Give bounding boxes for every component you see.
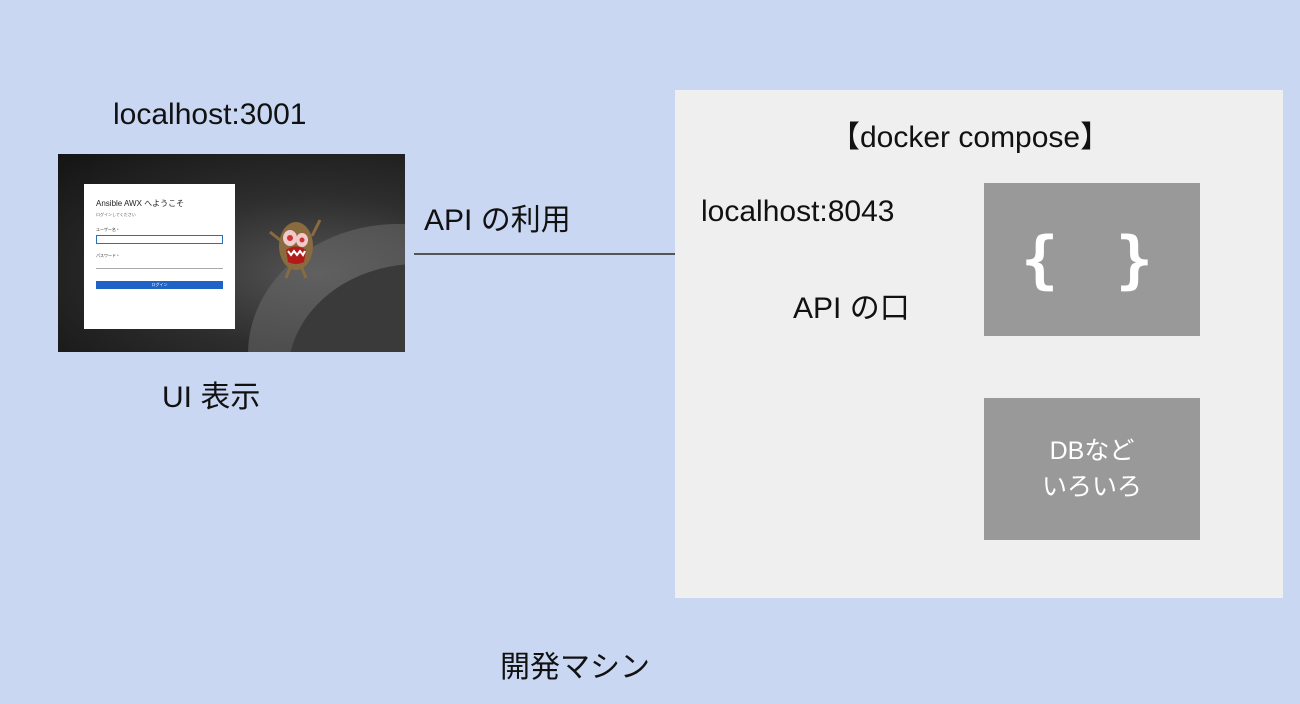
db-box: DBなど いろいろ	[984, 398, 1200, 540]
dev-machine-label: 開発マシン	[500, 642, 650, 686]
docker-compose-panel: 【docker compose】 localhost:8043 API の口 {…	[675, 90, 1283, 598]
ui-caption: UI 表示	[162, 372, 260, 416]
api-host-label: localhost:8043	[701, 195, 894, 229]
username-label: ユーザー名 *	[96, 227, 223, 233]
login-card: Ansible AWX へようこそ ログインしてください ユーザー名 * パスワ…	[84, 184, 235, 329]
awx-login-screenshot: Ansible AWX へようこそ ログインしてください ユーザー名 * パスワ…	[58, 154, 405, 352]
api-usage-label: API の利用	[424, 195, 571, 239]
password-label: パスワード *	[96, 253, 223, 259]
login-button[interactable]: ログイン	[96, 281, 223, 289]
ui-host-label: localhost:3001	[113, 98, 306, 132]
api-box: { }	[984, 183, 1200, 336]
db-box-line: いろいろ	[1042, 469, 1142, 505]
braces-icon: { }	[1021, 223, 1163, 296]
db-box-line: DBなど	[1050, 433, 1135, 469]
username-input[interactable]	[96, 235, 223, 244]
potato-mascot-icon	[268, 210, 324, 280]
password-input[interactable]	[96, 261, 223, 269]
docker-compose-title: 【docker compose】	[830, 112, 1110, 156]
login-subtitle: ログインしてください	[96, 212, 223, 218]
login-title: Ansible AWX へようこそ	[96, 198, 223, 209]
api-port-label: API の口	[793, 283, 910, 327]
